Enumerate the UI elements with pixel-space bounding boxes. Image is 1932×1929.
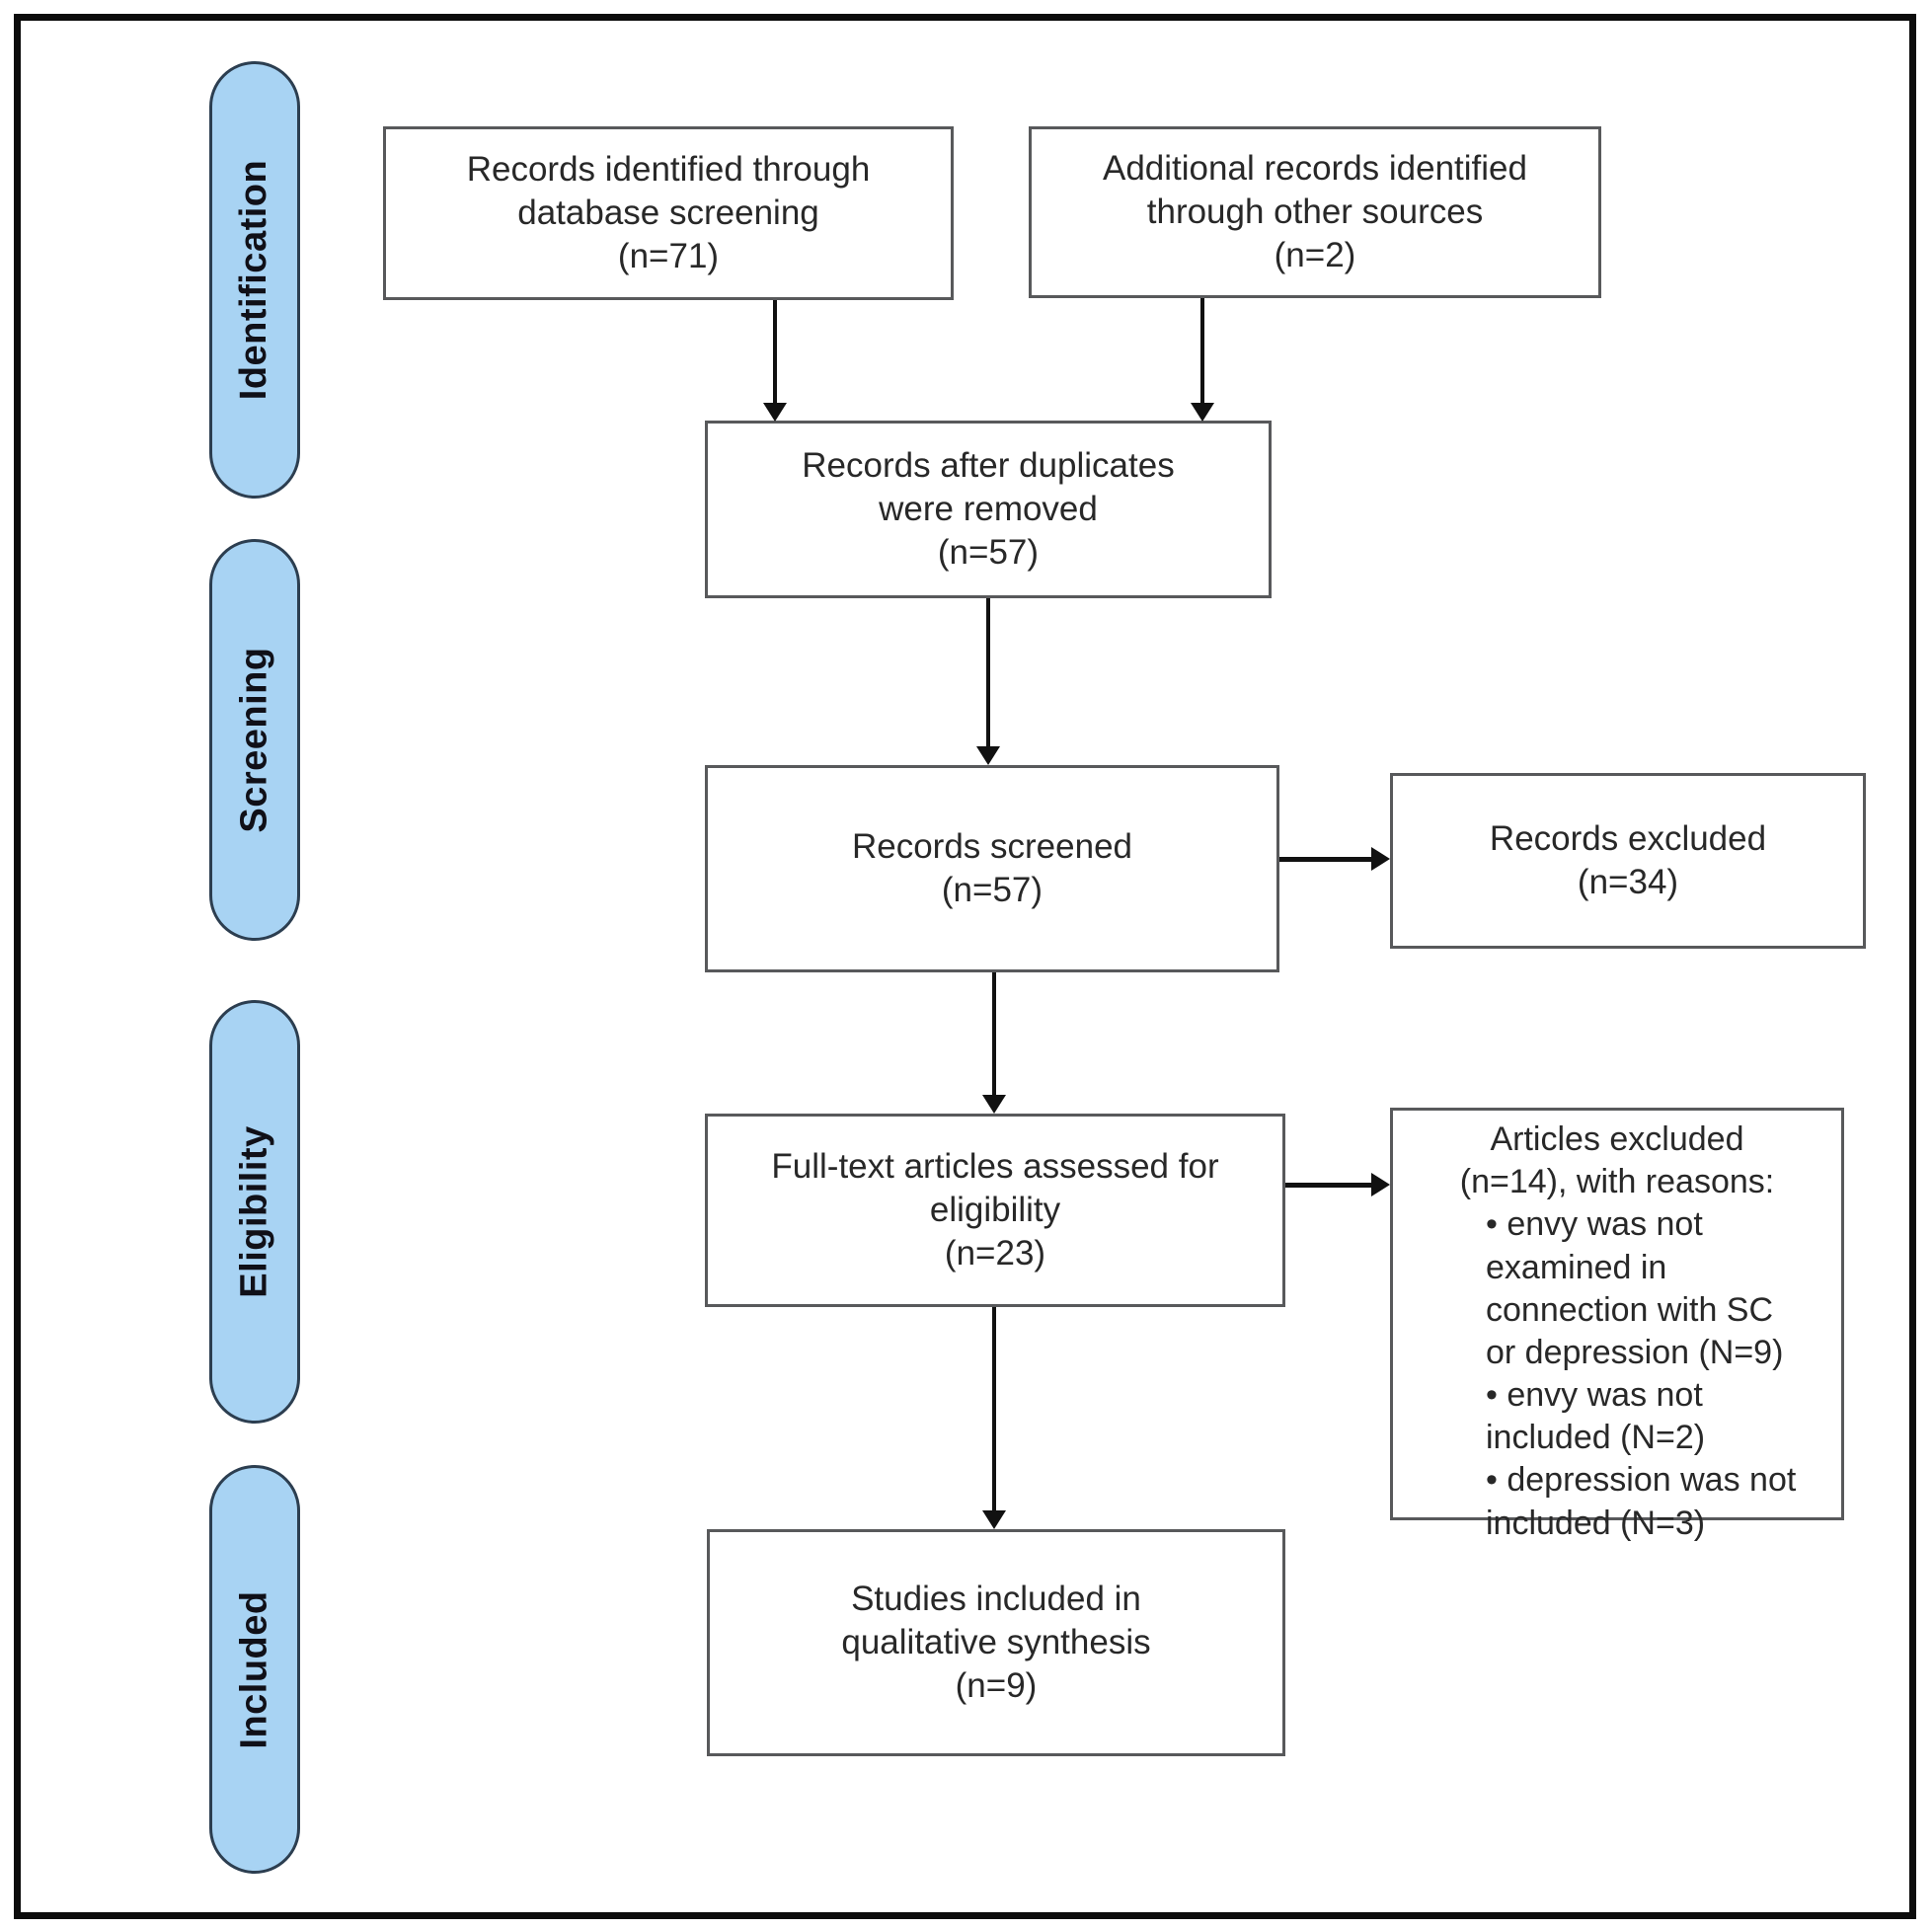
stage-label-identification: Identification (233, 159, 275, 401)
arrowhead-duplicates-to-screened (976, 746, 1000, 765)
box-records-identified: Records identified through database scre… (383, 126, 954, 300)
stage-pill-screening: Screening (209, 539, 300, 941)
arrowhead-identified-to-duplicates (763, 403, 787, 422)
arrow-duplicates-to-screened (986, 598, 990, 748)
box-articles-excluded-reasons: Articles excluded (n=14), with reasons: … (1390, 1108, 1844, 1542)
stage-label-included: Included (233, 1589, 275, 1749)
arrowhead-additional-to-duplicates (1191, 403, 1214, 422)
arrow-identified-to-duplicates (773, 300, 777, 407)
stage-pill-included: Included (209, 1465, 300, 1874)
box-fulltext-assessed: Full-text articles assessed for eligibil… (705, 1114, 1285, 1307)
arrowhead-screened-to-excluded (1371, 847, 1390, 871)
excluded-reasons-list: • envy was not examined in connection wi… (1486, 1205, 1797, 1542)
outer-border (14, 14, 1916, 1919)
stage-label-eligibility: Eligibility (233, 1125, 275, 1298)
box-studies-included: Studies included in qualitative synthesi… (707, 1529, 1285, 1756)
arrowhead-screened-to-fulltext (982, 1095, 1006, 1114)
arrow-screened-to-excluded (1279, 857, 1373, 862)
arrow-additional-to-duplicates (1200, 298, 1204, 407)
box-duplicates-removed: Records after duplicates were removed (n… (705, 421, 1272, 598)
box-records-excluded: Records excluded (n=34) (1390, 773, 1866, 949)
arrowhead-fulltext-to-reasons (1371, 1173, 1390, 1196)
excluded-reasons-heading: Articles excluded (n=14), with reasons: (1459, 1120, 1775, 1201)
stage-label-screening: Screening (233, 647, 275, 833)
arrow-fulltext-to-reasons (1285, 1183, 1373, 1188)
arrow-fulltext-to-included (992, 1307, 996, 1512)
box-records-screened: Records screened (n=57) (705, 765, 1279, 972)
box-additional-records: Additional records identified through ot… (1029, 126, 1601, 298)
stage-pill-eligibility: Eligibility (209, 1000, 300, 1424)
stage-pill-identification: Identification (209, 61, 300, 499)
arrowhead-fulltext-to-included (982, 1510, 1006, 1529)
arrow-screened-to-fulltext (992, 972, 996, 1097)
